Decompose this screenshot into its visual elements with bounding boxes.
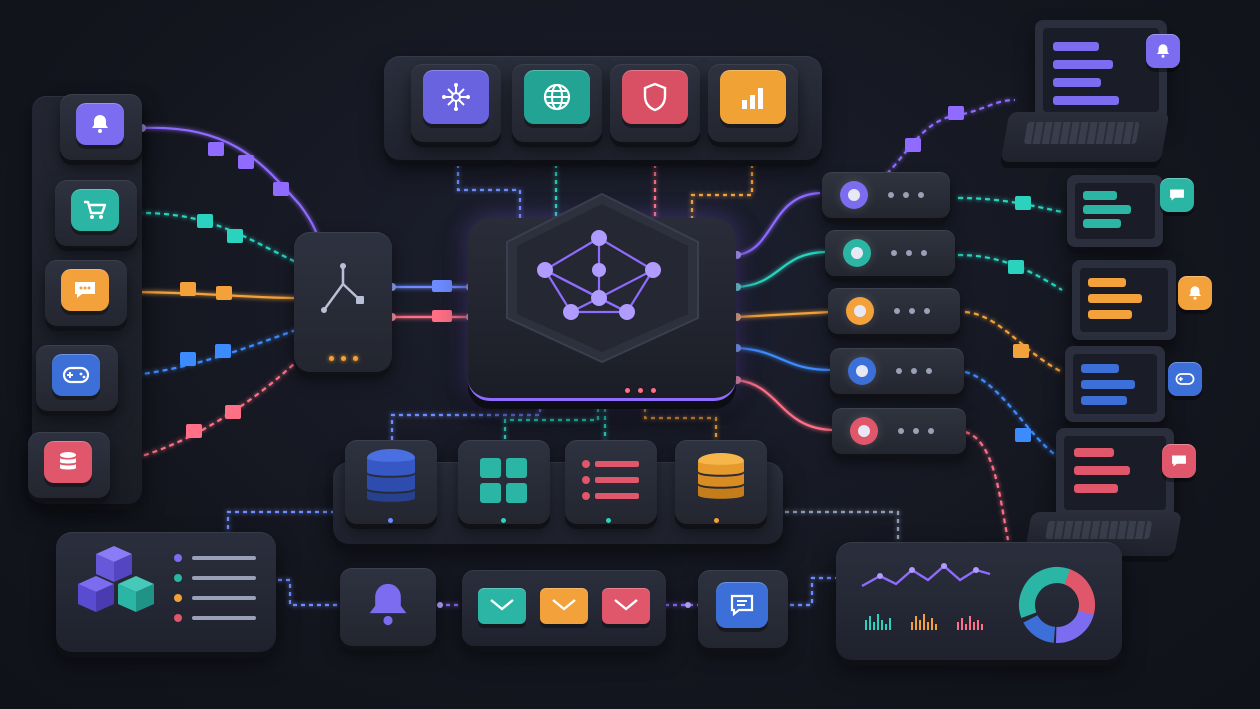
coins-icon bbox=[695, 452, 747, 512]
split-arrow-icon bbox=[316, 260, 370, 324]
line-chart-icon bbox=[858, 560, 998, 644]
device-tablet-teal[interactable] bbox=[1055, 175, 1185, 255]
wire-service-1 bbox=[456, 148, 522, 225]
wire-hub-storage-1 bbox=[390, 392, 542, 445]
service-tile-analytics[interactable] bbox=[708, 64, 798, 142]
wire-storage-left bbox=[226, 510, 335, 535]
bar-chart-icon bbox=[720, 70, 786, 124]
gamepad-icon bbox=[1168, 362, 1202, 396]
output-row-blue[interactable] bbox=[830, 348, 964, 394]
storage-tile-coins[interactable] bbox=[675, 440, 767, 524]
output-row-red[interactable] bbox=[832, 408, 966, 454]
wire-storage-right bbox=[785, 510, 900, 540]
source-tile-bell[interactable] bbox=[60, 94, 142, 160]
wire-source-4 bbox=[117, 328, 297, 379]
cubes-icon bbox=[76, 546, 158, 626]
gamepad-icon bbox=[52, 354, 100, 396]
wire-device-6 bbox=[964, 430, 1010, 541]
list-icon bbox=[581, 458, 641, 508]
wire-list-bell bbox=[278, 578, 340, 607]
wire-device-4 bbox=[964, 310, 1063, 373]
graph-network-icon bbox=[535, 226, 665, 330]
email-red-icon[interactable] bbox=[602, 588, 650, 624]
hub-node[interactable] bbox=[500, 190, 705, 366]
wire-msg-analytics bbox=[790, 576, 836, 607]
service-tile-globe[interactable] bbox=[512, 64, 602, 142]
data-packets bbox=[180, 106, 1031, 442]
wire-source-5 bbox=[108, 361, 297, 466]
source-tile-database[interactable] bbox=[28, 432, 110, 498]
wire-output-1 bbox=[736, 191, 821, 257]
wire-device-2 bbox=[957, 196, 1063, 214]
wire-service-4 bbox=[690, 148, 754, 225]
output-row-teal[interactable] bbox=[825, 230, 955, 276]
wire-output-2 bbox=[736, 250, 826, 289]
email-orange-icon[interactable] bbox=[540, 588, 588, 624]
bell-icon bbox=[76, 103, 124, 145]
router-node[interactable] bbox=[294, 232, 392, 372]
hub-status-leds bbox=[625, 388, 656, 393]
source-tile-cart[interactable] bbox=[55, 180, 137, 246]
wire-device-1 bbox=[879, 98, 1016, 181]
source-tile-gamepad[interactable] bbox=[36, 345, 118, 411]
email-teal-icon[interactable] bbox=[478, 588, 526, 624]
database-icon bbox=[365, 448, 417, 512]
message-tile[interactable] bbox=[698, 570, 788, 648]
device-tablet-blue[interactable] bbox=[1055, 346, 1175, 430]
shield-icon bbox=[622, 70, 688, 124]
wire-device-5 bbox=[964, 370, 1061, 459]
database-icon bbox=[44, 441, 92, 483]
device-laptop-purple[interactable] bbox=[1000, 20, 1175, 170]
storage-tile-list[interactable] bbox=[565, 440, 657, 524]
device-laptop-red[interactable] bbox=[1024, 428, 1198, 568]
chat-icon bbox=[61, 269, 109, 311]
service-tile-shield[interactable] bbox=[610, 64, 700, 142]
storage-tile-database[interactable] bbox=[345, 440, 437, 524]
chat-icon bbox=[1162, 444, 1196, 478]
wire-source-3 bbox=[125, 290, 297, 300]
cart-icon bbox=[71, 189, 119, 231]
network-icon bbox=[423, 70, 489, 124]
inventory-list bbox=[174, 554, 260, 624]
output-row-purple[interactable] bbox=[822, 172, 950, 218]
service-tile-network[interactable] bbox=[411, 64, 501, 142]
laptop-keyboard bbox=[1000, 112, 1170, 162]
bell-icon bbox=[1178, 276, 1212, 310]
chat-icon bbox=[1160, 178, 1194, 212]
wire-hub-storage-2 bbox=[503, 392, 600, 445]
device-tablet-orange[interactable] bbox=[1060, 260, 1190, 350]
wire-output-3 bbox=[736, 310, 831, 319]
bell-icon bbox=[366, 580, 410, 632]
wire-source-2 bbox=[136, 211, 297, 263]
donut-chart-icon bbox=[1016, 564, 1098, 650]
storage-tile-grid[interactable] bbox=[458, 440, 550, 524]
storage-port-leds bbox=[388, 518, 728, 524]
globe-icon bbox=[524, 70, 590, 124]
wire-output-5 bbox=[736, 378, 833, 432]
output-row-orange[interactable] bbox=[828, 288, 960, 334]
notification-bell-tile[interactable] bbox=[340, 568, 436, 646]
grid-icon bbox=[480, 458, 528, 508]
wire-output-4 bbox=[736, 346, 831, 372]
analytics-panel[interactable] bbox=[836, 542, 1122, 660]
source-tile-chat[interactable] bbox=[45, 260, 127, 326]
bell-icon bbox=[1146, 34, 1180, 68]
router-status-leds bbox=[329, 356, 358, 361]
message-icon bbox=[716, 582, 768, 628]
